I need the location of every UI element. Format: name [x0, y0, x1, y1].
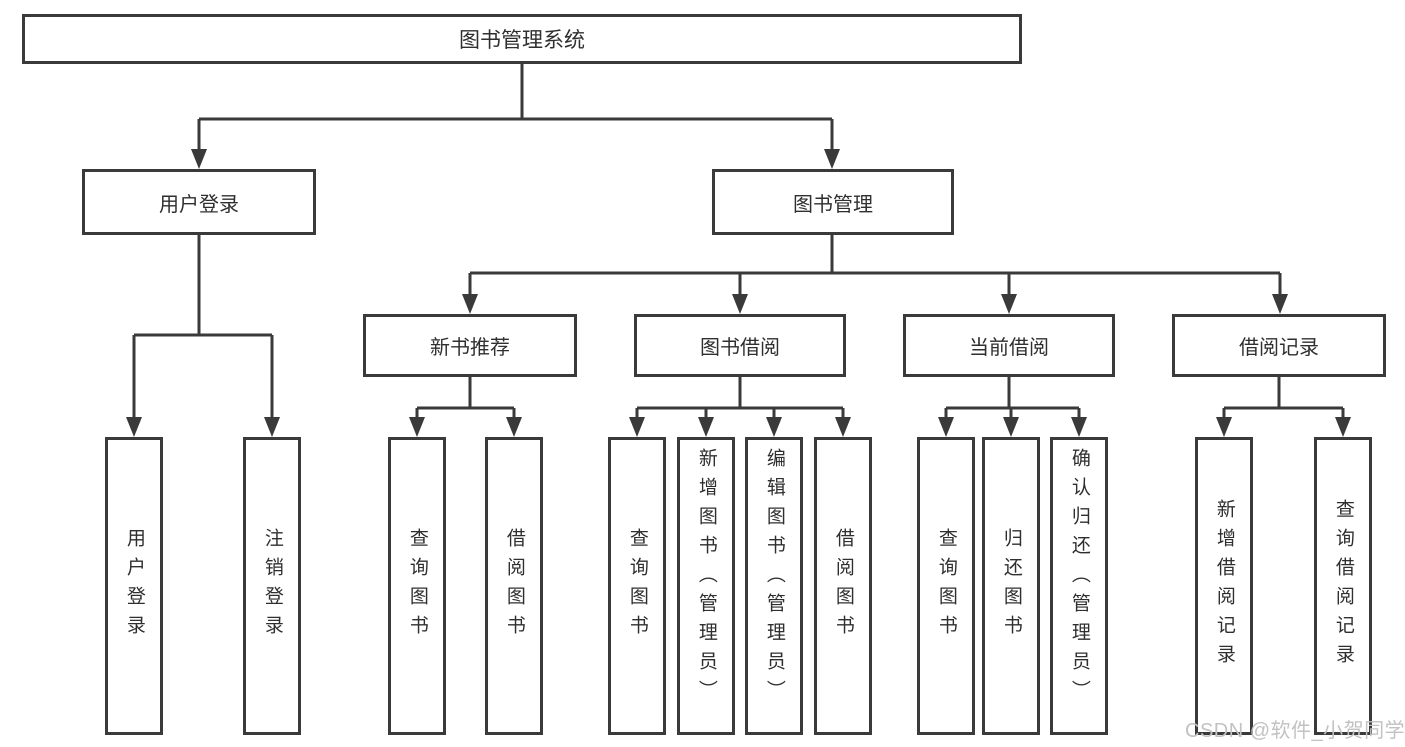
leaf-edit-books-admin: 编辑图书（管理员）	[745, 437, 803, 735]
node-book-management-system: 图书管理系统	[22, 14, 1022, 64]
node-label: 用户登录	[123, 528, 145, 644]
leaf-return-books: 归还图书	[982, 437, 1040, 735]
leaf-query-books-borrow: 查询图书	[608, 437, 666, 735]
leaf-logout: 注销登录	[243, 437, 301, 735]
leaf-add-books-admin: 新增图书（管理员）	[677, 437, 735, 735]
node-label: 借阅图书	[503, 528, 525, 644]
node-label: 确认归还（管理员）	[1068, 448, 1090, 709]
node-label: 查询借阅记录	[1332, 499, 1354, 673]
leaf-query-books-recommend: 查询图书	[388, 437, 446, 735]
leaf-confirm-return-admin: 确认归还（管理员）	[1050, 437, 1108, 735]
node-book-management: 图书管理	[712, 169, 954, 235]
node-label: 借阅图书	[832, 528, 854, 644]
node-label: 新书推荐	[430, 337, 510, 359]
node-label: 用户登录	[159, 193, 239, 216]
node-new-book-recommendation: 新书推荐	[363, 314, 577, 377]
node-label: 借阅记录	[1239, 337, 1319, 359]
node-label: 图书管理系统	[459, 29, 585, 52]
leaf-query-books-current: 查询图书	[917, 437, 975, 735]
node-label: 编辑图书（管理员）	[763, 448, 785, 709]
node-label: 图书管理	[793, 193, 873, 216]
node-label: 新增借阅记录	[1213, 499, 1235, 673]
connector-path	[132, 64, 1345, 424]
node-user-login-group: 用户登录	[82, 169, 316, 235]
node-label: 图书借阅	[700, 337, 780, 359]
node-label: 查询图书	[406, 528, 428, 644]
node-book-borrowing: 图书借阅	[634, 314, 846, 377]
node-current-borrowing: 当前借阅	[903, 314, 1115, 377]
node-label: 当前借阅	[969, 337, 1049, 359]
leaf-user-login: 用户登录	[105, 437, 163, 735]
node-label: 归还图书	[1000, 528, 1022, 644]
node-label: 新增图书（管理员）	[695, 448, 717, 709]
node-borrowing-records: 借阅记录	[1172, 314, 1386, 377]
leaf-borrow-books-recommend: 借阅图书	[485, 437, 543, 735]
node-label: 查询图书	[626, 528, 648, 644]
leaf-borrow-books: 借阅图书	[814, 437, 872, 735]
csdn-watermark: CSDN @软件_小贺同学	[1185, 720, 1405, 742]
node-label: 查询图书	[935, 528, 957, 644]
node-label: 注销登录	[261, 528, 283, 644]
leaf-add-borrow-record: 新增借阅记录	[1195, 437, 1253, 735]
leaf-query-borrow-record: 查询借阅记录	[1314, 437, 1372, 735]
